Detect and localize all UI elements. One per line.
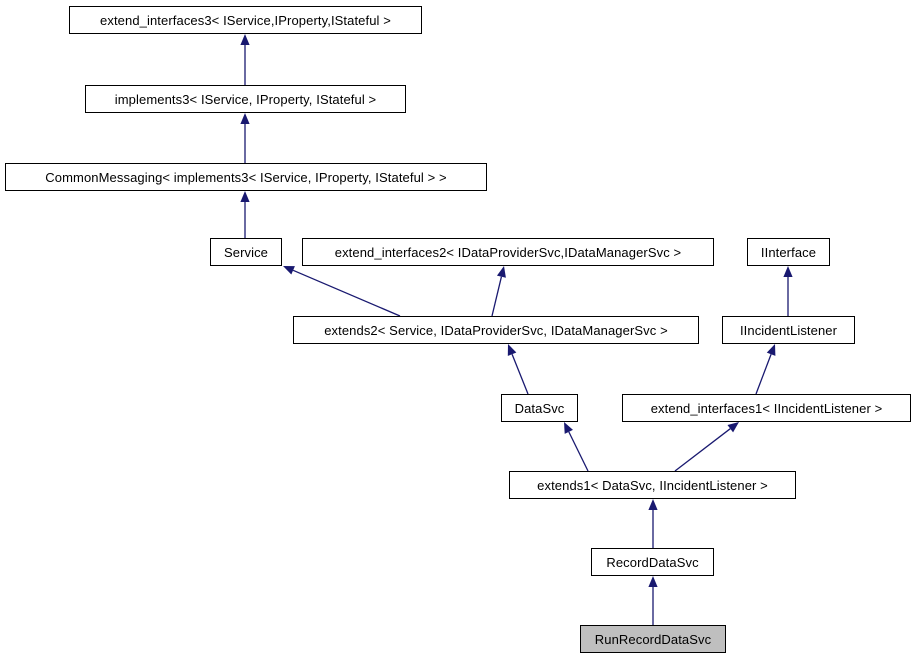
class-node-commonmessaging[interactable]: CommonMessaging< implements3< IService, … <box>5 163 487 191</box>
inheritance-arrowhead <box>283 266 295 275</box>
inheritance-edge <box>240 191 250 238</box>
class-node-label: IIncidentListener <box>739 322 838 338</box>
class-node-extend_interfaces2[interactable]: extend_interfaces2< IDataProviderSvc,IDa… <box>302 238 714 266</box>
class-node-label: Service <box>223 244 269 260</box>
class-node-label: extend_interfaces1< IIncidentListener > <box>650 400 883 416</box>
inheritance-arrowhead <box>240 34 250 45</box>
class-node-label: extend_interfaces3< IService,IProperty,I… <box>100 12 391 28</box>
class-node-label: extends2< Service, IDataProviderSvc, IDa… <box>324 322 668 338</box>
class-node-extends2[interactable]: extends2< Service, IDataProviderSvc, IDa… <box>293 316 699 344</box>
inheritance-arrowhead <box>766 344 776 356</box>
class-node-datasvc[interactable]: DataSvc <box>501 394 578 422</box>
class-node-runrecorddatasvc[interactable]: RunRecordDataSvc <box>580 625 726 653</box>
class-node-label: extend_interfaces2< IDataProviderSvc,IDa… <box>334 244 682 260</box>
inheritance-arrowhead <box>648 499 658 510</box>
inheritance-edge <box>240 113 250 163</box>
class-node-iincidentlistener[interactable]: IIncidentListener <box>722 316 855 344</box>
class-node-label: CommonMessaging< implements3< IService, … <box>45 169 447 185</box>
class-node-label: implements3< IService, IProperty, IState… <box>114 91 377 107</box>
inheritance-edge <box>783 266 793 316</box>
inheritance-edge <box>507 344 529 395</box>
class-node-label: IInterface <box>760 244 817 260</box>
inheritance-arrowhead <box>648 576 658 587</box>
inheritance-arrowhead <box>564 422 573 434</box>
class-node-implements3[interactable]: implements3< IService, IProperty, IState… <box>85 85 406 113</box>
inheritance-arrowhead <box>507 344 517 356</box>
inheritance-arrowhead <box>240 113 250 124</box>
class-node-recorddatasvc[interactable]: RecordDataSvc <box>591 548 714 576</box>
inheritance-arrowhead <box>240 191 250 202</box>
inheritance-edge <box>648 576 658 625</box>
inheritance-arrowhead <box>727 422 739 433</box>
class-node-label: RecordDataSvc <box>606 554 699 570</box>
inheritance-edge <box>648 499 658 548</box>
class-node-label: RunRecordDataSvc <box>594 631 712 647</box>
class-node-iinterface[interactable]: IInterface <box>747 238 830 266</box>
inheritance-edge <box>674 422 739 472</box>
inheritance-arrowhead <box>496 266 506 278</box>
class-node-extend_interfaces1[interactable]: extend_interfaces1< IIncidentListener > <box>622 394 911 422</box>
inheritance-arrowhead <box>783 266 793 277</box>
class-node-extends1[interactable]: extends1< DataSvc, IIncidentListener > <box>509 471 796 499</box>
inheritance-edge <box>283 266 401 317</box>
inheritance-edge <box>491 266 506 317</box>
inheritance-edge <box>240 34 250 85</box>
inheritance-edge <box>755 344 776 395</box>
class-node-service[interactable]: Service <box>210 238 282 266</box>
class-node-extend_interfaces3[interactable]: extend_interfaces3< IService,IProperty,I… <box>69 6 422 34</box>
inheritance-edge <box>564 422 589 472</box>
class-node-label: DataSvc <box>514 400 565 416</box>
class-node-label: extends1< DataSvc, IIncidentListener > <box>537 477 768 493</box>
